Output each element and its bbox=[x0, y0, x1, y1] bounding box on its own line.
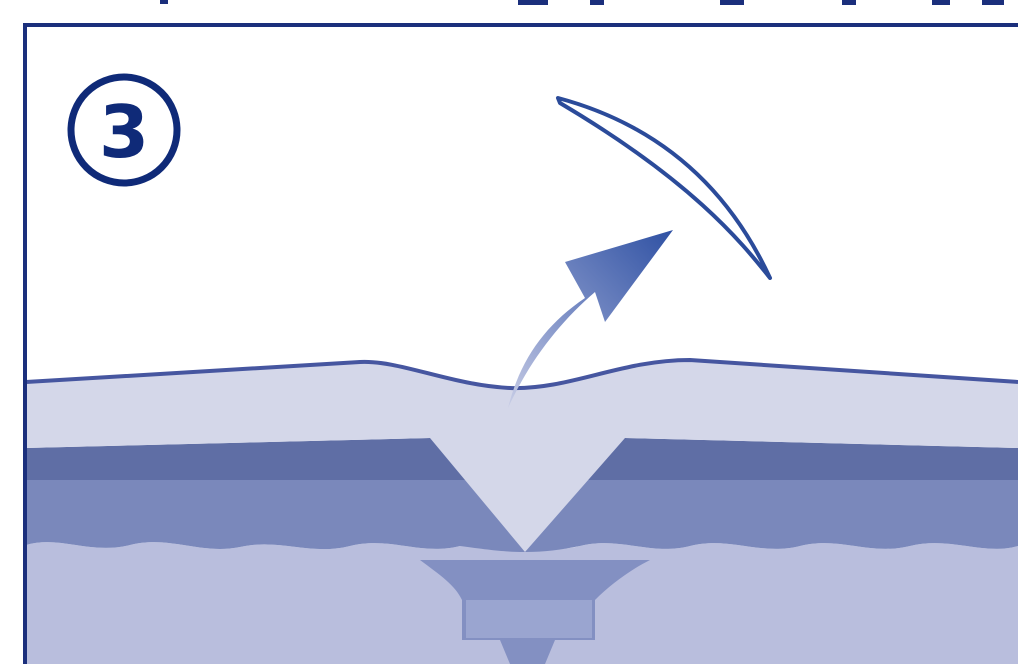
cell-cluster bbox=[466, 600, 592, 638]
step-number: 3 bbox=[68, 78, 180, 182]
